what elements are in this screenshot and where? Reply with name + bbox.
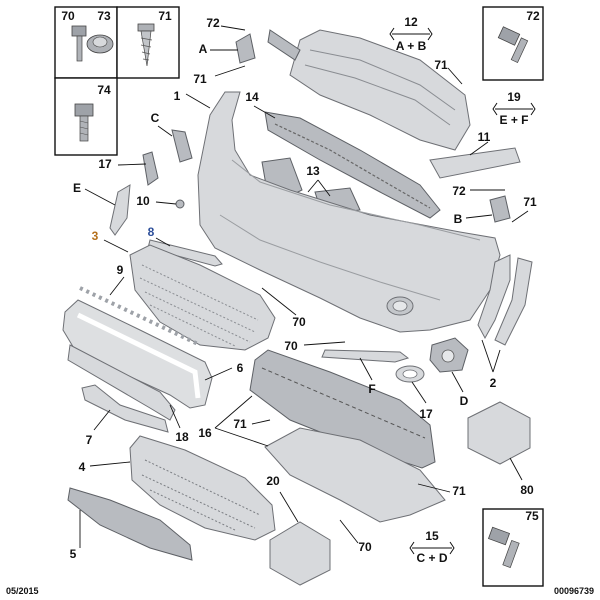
callout-c71box: 71: [158, 9, 172, 23]
flange-nut-73-icon: [86, 34, 114, 54]
bracket-B-part: [489, 195, 511, 223]
callout-c15: 15: [425, 529, 439, 543]
combo-dividers: [389, 27, 536, 555]
callout-c12: 12: [404, 15, 418, 29]
callout-c71d: 71: [523, 195, 537, 209]
bezel-17-part: [395, 365, 425, 383]
callout-cCD: C + D: [416, 551, 447, 565]
callout-c19: 19: [507, 90, 521, 104]
callout-c71e: 71: [233, 417, 247, 431]
bolt-75-icon: [487, 526, 520, 569]
fastener-box-72: [482, 6, 544, 81]
lower-grille-4-part: [129, 435, 276, 541]
callout-cF: F: [368, 382, 375, 396]
bolt-72-icon: [497, 26, 529, 64]
callout-cD: D: [460, 394, 469, 408]
diagram-date: 05/2015: [6, 586, 39, 596]
callout-cC: C: [151, 111, 160, 125]
fastener-box-71: [116, 6, 180, 79]
lower-strip-5-part: [67, 487, 193, 561]
callout-cEF: E + F: [499, 113, 528, 127]
bumper-cover-part: [197, 91, 501, 333]
bracket-D-part: [429, 337, 469, 373]
callout-c8: 8: [148, 225, 155, 239]
callout-c5: 5: [70, 547, 77, 561]
clip-10-part: [175, 199, 185, 209]
callout-c72b: 72: [452, 184, 466, 198]
trim-7-part: [81, 384, 169, 433]
undertray-part: [264, 427, 446, 523]
callout-c14: 14: [245, 90, 259, 104]
callout-c16: 16: [198, 426, 212, 440]
callout-c72a: 72: [206, 16, 220, 30]
clip-cluster-3-part: [79, 286, 201, 347]
leader-lines: [79, 25, 529, 548]
callout-cA: A: [199, 42, 208, 56]
fastener-box-70-73: [54, 6, 118, 79]
callout-cAB: A + B: [396, 39, 427, 53]
callout-c11: 11: [478, 130, 491, 144]
grille-9-part: [129, 244, 276, 351]
callout-c73: 73: [97, 9, 111, 23]
bracket-11-part: [429, 147, 521, 179]
bolt-74-icon: [74, 103, 94, 142]
bolt-70-icon: [71, 25, 87, 62]
callout-c70d: 70: [358, 540, 372, 554]
absorber-16-part: [249, 349, 436, 469]
callout-c1: 1: [174, 89, 181, 103]
callout-c80: 80: [520, 483, 534, 497]
upper-crossmember-part: [267, 29, 471, 151]
callout-c3: 3: [92, 229, 99, 243]
fastener-box-75: [482, 508, 544, 587]
callout-c70c: 70: [284, 339, 298, 353]
callout-c18: 18: [175, 430, 189, 444]
callout-c2: 2: [490, 376, 497, 390]
callout-cB: B: [454, 212, 463, 226]
bracket-C-part: [171, 129, 193, 163]
callout-c71f: 71: [452, 484, 466, 498]
callout-c71b: 71: [193, 72, 207, 86]
upper-grille-mesh-part: [264, 111, 441, 219]
trim-18-part: [67, 344, 176, 421]
side-guide-2-part: [477, 254, 533, 346]
callout-c10: 10: [136, 194, 150, 208]
callout-c17a: 17: [98, 157, 112, 171]
fastener-box-74: [54, 77, 118, 156]
clip-17-part: [142, 151, 159, 186]
callout-cE: E: [73, 181, 81, 195]
callout-c74: 74: [97, 83, 111, 97]
clip-assortment-80-part: [467, 401, 531, 465]
callout-c7: 7: [86, 433, 93, 447]
callout-c20: 20: [266, 474, 280, 488]
callout-c4: 4: [79, 460, 86, 474]
callout-c17b: 17: [419, 407, 433, 421]
callout-c75: 75: [525, 509, 539, 523]
callout-c72box: 72: [526, 9, 540, 23]
trim-E-part: [109, 184, 131, 236]
callout-c70b: 70: [292, 315, 306, 329]
bracket-A-part: [235, 33, 256, 64]
diagram-reference: 00096739: [554, 586, 594, 596]
callout-c13: 13: [306, 164, 320, 178]
callout-c70a: 70: [61, 9, 75, 23]
screw-71-icon: [137, 23, 155, 67]
clip-assortment-20-part: [269, 521, 331, 586]
trim-F-part: [321, 349, 410, 363]
callout-c9: 9: [117, 263, 124, 277]
callout-c71c: 71: [434, 58, 448, 72]
callout-c6: 6: [237, 361, 244, 375]
